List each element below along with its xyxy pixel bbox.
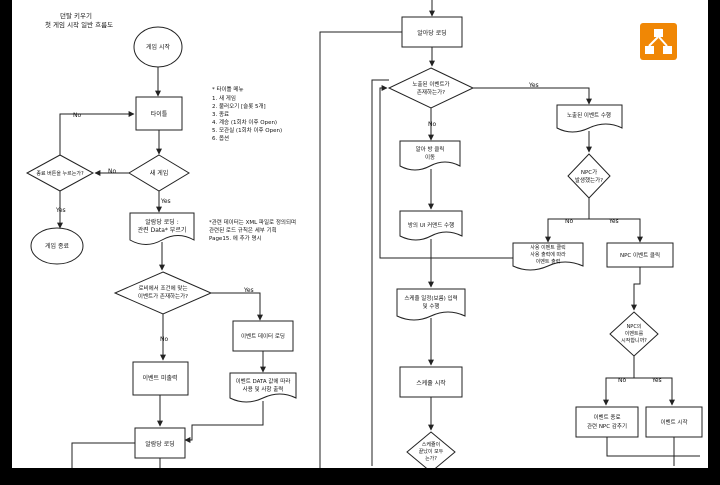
game-end-label: 게임 종료 [45, 242, 69, 250]
svg-text:이벤트 출력: 이벤트 출력 [536, 258, 561, 265]
event-data-output-document[interactable] [229, 372, 297, 403]
exit-button-label: 종료 버튼을 누르는가? [36, 170, 84, 177]
svg-text:1. 새 게임: 1. 새 게임 [212, 94, 236, 102]
svg-text:3. 종료: 3. 종료 [212, 111, 229, 118]
svg-text:이벤트 미출력: 이벤트 미출력 [142, 374, 177, 382]
header-line2: 첫 게임 시작 일반 흐름도 [45, 20, 113, 29]
svg-text:이벤트 시작: 이벤트 시작 [660, 418, 687, 426]
svg-text:끝났이 모두: 끝났이 모두 [419, 448, 444, 455]
svg-text:노출된 이벤트가: 노출된 이벤트가 [412, 80, 449, 88]
npc-event-click-node[interactable] [606, 242, 674, 268]
event-not-output-node[interactable] [132, 361, 189, 396]
bottom-border [0, 468, 720, 481]
svg-text:이동: 이동 [425, 153, 435, 161]
svg-text:Page15. 에 추가 명시: Page15. 에 추가 명시 [209, 234, 262, 242]
diagram-background [12, 0, 708, 468]
svg-text:NPC의: NPC의 [627, 323, 642, 330]
no-label: No [108, 168, 116, 175]
svg-text:사용 및 사항 출력: 사용 및 사항 출력 [243, 385, 284, 393]
svg-text:5. 모관실 (1회차 이후 Open): 5. 모관실 (1회차 이후 Open) [212, 126, 282, 134]
svg-text:존재하는가?: 존재하는가? [417, 88, 445, 96]
svg-text:이벤트 데이터 로딩: 이벤트 데이터 로딩 [241, 332, 285, 340]
svg-text:스케쥴 시작: 스케쥴 시작 [416, 379, 446, 387]
svg-text:6. 옵션: 6. 옵션 [212, 134, 229, 142]
svg-text:관련 NPC 감추기: 관련 NPC 감추기 [587, 422, 627, 430]
svg-text:NPC가: NPC가 [581, 168, 597, 176]
svg-text:이벤트 DATA 값에 따라: 이벤트 DATA 값에 따라 [236, 377, 291, 385]
svg-text:이벤트 종료: 이벤트 종료 [593, 413, 620, 421]
no-label: No [160, 336, 168, 343]
yes-label: Yes [55, 207, 66, 214]
svg-text:*관련 데이터는 XML 파일로 정의되며: *관련 데이터는 XML 파일로 정의되며 [209, 218, 296, 226]
room-event-document[interactable] [512, 242, 584, 271]
alarm-load-node[interactable] [134, 427, 186, 459]
svg-text:사용 출력에 따라: 사용 출력에 따라 [530, 251, 566, 258]
alarm-load-document[interactable] [129, 212, 195, 245]
no-label: No [618, 377, 626, 384]
exposed-event-do-document[interactable] [556, 104, 623, 133]
new-game-label: 새 게임 [150, 169, 168, 177]
svg-text:알람당 로딩: 알람당 로딩 [145, 440, 175, 448]
header-line1: 던탈 키우기 [60, 11, 92, 20]
svg-text:알아 방 클릭: 알아 방 클릭 [416, 145, 445, 153]
svg-text:및 수행: 및 수행 [423, 302, 440, 310]
svg-text:이벤트가 존재하는가?: 이벤트가 존재하는가? [138, 292, 188, 300]
schedule-start-node[interactable] [399, 366, 463, 398]
drawio-logo-icon [640, 23, 677, 60]
schedule-set-document[interactable] [396, 288, 466, 321]
game-end-node[interactable] [30, 227, 84, 265]
svg-text:관련 Data* 부르기: 관련 Data* 부르기 [138, 226, 187, 234]
svg-text:관련된 로드 규칙은 세부 기획: 관련된 로드 규칙은 세부 기획 [209, 226, 277, 234]
move-room-document[interactable] [399, 140, 461, 171]
title-menu-note: * 타이틀 메뉴 1. 새 게임 2. 불러오기 [슬롯 5개] 3. 종료 4… [212, 85, 282, 142]
svg-text:알람당 로딩 :: 알람당 로딩 : [145, 218, 178, 226]
svg-text:방의 UI 커맨드 수행: 방의 UI 커맨드 수행 [408, 221, 454, 229]
xml-note: *관련 데이터는 XML 파일로 정의되며 관련된 로드 규칙은 세부 기획 P… [209, 218, 296, 242]
yes-label: Yes [243, 287, 254, 294]
svg-text:발생했는가?: 발생했는가? [575, 176, 603, 184]
svg-text:NPC 이벤트 클릭: NPC 이벤트 클릭 [620, 251, 660, 259]
svg-text:스케쥴 일정(보름) 입력: 스케쥴 일정(보름) 입력 [404, 294, 457, 302]
svg-text:시작합니까?: 시작합니까? [621, 337, 647, 344]
event-start-node[interactable] [645, 406, 703, 438]
svg-text:알아당 로딩: 알아당 로딩 [417, 29, 447, 37]
svg-text:로비에서 조건에 맞는: 로비에서 조건에 맞는 [138, 284, 187, 292]
svg-text:스케쥴이: 스케쥴이 [422, 441, 440, 448]
svg-text:노출된 이벤트 수행: 노출된 이벤트 수행 [567, 111, 611, 119]
svg-text:* 타이틀 메뉴: * 타이틀 메뉴 [212, 85, 244, 93]
svg-text:2. 불러오기 [슬롯 5개]: 2. 불러오기 [슬롯 5개] [212, 102, 266, 110]
svg-text:4. 계승 (1회차 이후 Open): 4. 계승 (1회차 이후 Open) [212, 118, 277, 126]
yes-label: Yes [528, 82, 539, 89]
svg-text:이벤트를: 이벤트를 [625, 330, 644, 337]
event-end-node[interactable] [575, 406, 639, 438]
no-label: No [73, 112, 81, 119]
event-data-load-node[interactable] [232, 320, 294, 352]
no-label: No [565, 218, 573, 225]
yes-label: Yes [651, 377, 662, 384]
title-label: 타이틀 [151, 110, 168, 118]
svg-text:는가?: 는가? [425, 455, 437, 462]
no-label: No [428, 121, 436, 128]
room-ui-document[interactable] [399, 210, 463, 241]
yes-label: Yes [608, 218, 619, 225]
svg-text:사용 이벤트 클릭: 사용 이벤트 클릭 [530, 244, 565, 251]
game-start-label: 게임 시작 [146, 43, 170, 51]
title-node[interactable] [135, 96, 183, 131]
yes-label: Yes [160, 198, 171, 205]
